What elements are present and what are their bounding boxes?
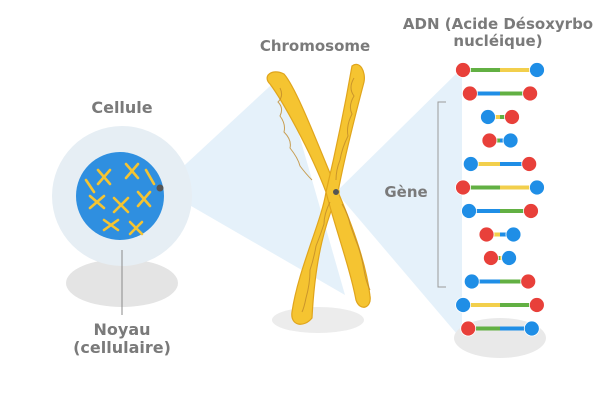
zoom-beam-cell-to-chromosome <box>160 75 345 295</box>
dna-label: ADN (Acide Désoxyrbo nucléique) <box>398 15 598 51</box>
dna-atom-right <box>505 226 522 243</box>
dna-rung <box>462 156 538 172</box>
dna-atom-left <box>483 250 499 266</box>
nucleus-zoom-point <box>156 184 164 192</box>
dna-double-helix <box>455 62 545 337</box>
dna-rung <box>455 62 545 78</box>
dna-atom-left <box>461 203 477 219</box>
dna-rung <box>455 297 545 313</box>
dna-atom-left <box>478 226 495 243</box>
chromosome-chromatid-left <box>266 71 339 325</box>
dna-atom-left <box>481 132 498 149</box>
dna-atom-left <box>461 85 478 102</box>
centromere-zoom-point <box>332 188 340 196</box>
dna-atom-right <box>523 203 539 219</box>
dna-atom-left <box>455 62 471 78</box>
dna-atom-left <box>460 320 477 337</box>
nucleus-label-line1: Noyau <box>93 320 151 339</box>
nucleus-chromosomes <box>84 162 156 236</box>
gene-label: Gène <box>384 183 428 201</box>
chromosome-chromatid-right <box>325 63 371 308</box>
cell <box>52 126 192 266</box>
dna-atom-left <box>480 109 496 125</box>
dna-atom-right <box>529 62 545 78</box>
dna-atom-left <box>463 273 480 290</box>
dna-rung <box>478 226 522 243</box>
cell-label: Cellule <box>91 98 153 117</box>
nucleus-label-line2: (cellulaire) <box>73 338 171 358</box>
dna-rung <box>455 179 545 196</box>
dna-rung <box>483 250 517 266</box>
dna-atom-right <box>521 156 538 172</box>
dna-rung <box>461 203 539 219</box>
dna-rung <box>463 273 537 290</box>
dna-atom-right <box>504 109 520 125</box>
dna-atom-left <box>455 179 471 196</box>
dna-rung <box>480 109 520 125</box>
dna-rung <box>460 320 540 337</box>
dna-rung <box>481 132 519 149</box>
chromosome-dna-thread <box>277 77 371 313</box>
dna-atom-right <box>529 179 545 196</box>
chromosome-shadow <box>272 307 364 333</box>
chromosome-label: Chromosome <box>259 37 371 55</box>
dna-atom-left <box>455 297 472 313</box>
dna-atom-left <box>462 156 479 172</box>
gene-bracket <box>437 101 446 288</box>
dna-atom-right <box>520 273 537 290</box>
dna-label-line2: nucléique) <box>453 32 543 51</box>
dna-atom-right <box>522 85 539 102</box>
dna-label-line1: ADN (Acide Désoxyrbo <box>402 15 594 33</box>
nucleus-label: Noyau (cellulaire) <box>62 320 182 358</box>
dna-atom-right <box>523 320 540 337</box>
dna-atom-right <box>501 250 517 266</box>
dna-atom-right <box>528 297 545 313</box>
chromosome <box>266 63 371 325</box>
nucleus <box>76 152 164 240</box>
dna-atom-right <box>502 132 519 149</box>
zoom-beam-chromosome-to-dna <box>336 68 462 340</box>
dna-rung <box>461 85 539 102</box>
